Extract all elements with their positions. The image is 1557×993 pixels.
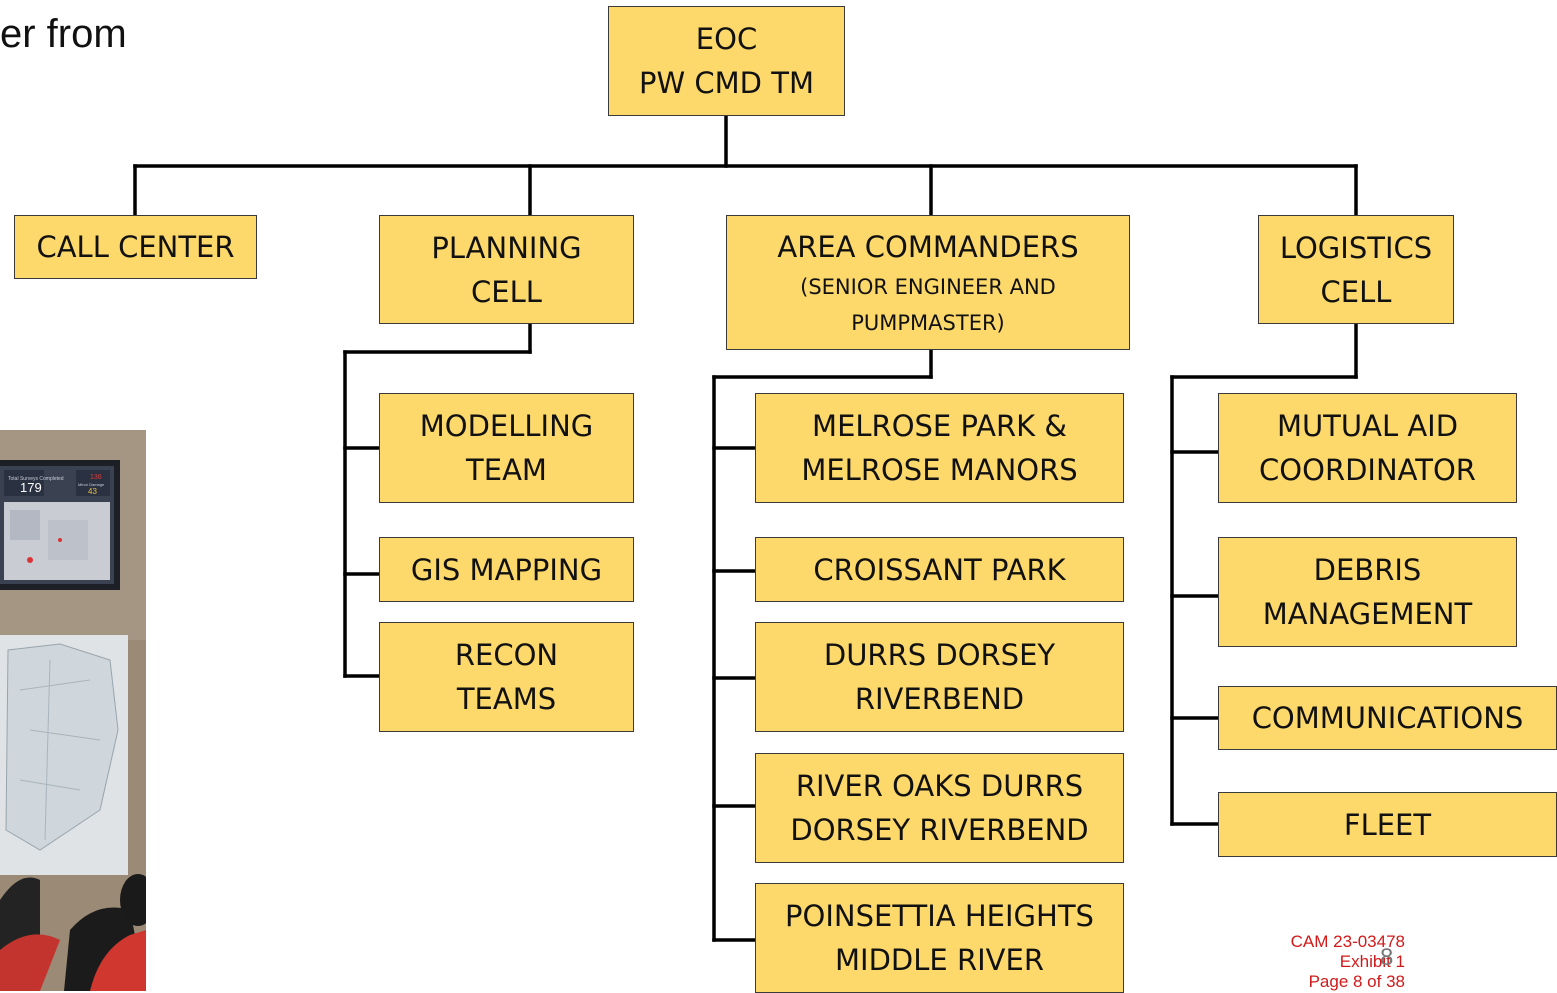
node-debris-management: DEBRIS MANAGEMENT	[1218, 537, 1517, 647]
node-croissant-park: CROISSANT PARK	[755, 537, 1124, 602]
node-sublabel: (SENIOR ENGINEER AND	[800, 274, 1056, 299]
node-label: TEAMS	[456, 682, 557, 716]
node-label: COORDINATOR	[1259, 453, 1476, 487]
node-label: RIVER OAKS DURRS	[795, 769, 1084, 803]
node-label: DURRS DORSEY	[823, 638, 1056, 672]
node-area-commanders: AREA COMMANDERS (SENIOR ENGINEER AND PUM…	[726, 215, 1130, 350]
node-logistics-cell: LOGISTICS CELL	[1258, 215, 1454, 324]
node-label: PLANNING	[431, 230, 582, 265]
dashboard-value: 136	[90, 474, 102, 481]
exhibit-label: Exhibit 1	[1339, 952, 1405, 971]
node-label: RECON	[454, 638, 559, 672]
node-label: COMMUNICATIONS	[1251, 701, 1524, 735]
dashboard-value: 43	[88, 487, 97, 496]
photo-illustration: Total Surveys Completed 179 136 Minor Da…	[0, 430, 146, 991]
node-planning-cell: PLANNING CELL	[379, 215, 634, 324]
node-label: MUTUAL AID	[1276, 409, 1459, 443]
exhibit-page: Page 8 of 38	[1308, 972, 1405, 991]
node-label: CELL	[471, 274, 542, 309]
node-sublabel: PUMPMASTER)	[851, 310, 1005, 335]
dashboard-value: 179	[20, 480, 42, 495]
exhibit-case-number: CAM 23-03478	[1290, 932, 1405, 951]
node-fleet: FLEET	[1218, 792, 1557, 857]
node-melrose-park: MELROSE PARK & MELROSE MANORS	[755, 393, 1124, 503]
node-label: MELROSE MANORS	[801, 453, 1078, 487]
exhibit-stamp: CAM 23-03478 Exhibit 1 Page 8 of 38	[1291, 932, 1405, 992]
node-label: MODELLING	[419, 409, 594, 443]
node-label: DORSEY RIVERBEND	[790, 813, 1089, 847]
node-label: GIS MAPPING	[410, 552, 603, 587]
node-label: CALL CENTER	[36, 230, 235, 264]
node-mutual-aid: MUTUAL AID COORDINATOR	[1218, 393, 1517, 503]
node-label: MELROSE PARK &	[812, 409, 1067, 443]
node-label: DEBRIS	[1313, 553, 1422, 587]
node-label: CROISSANT PARK	[813, 552, 1066, 587]
node-poinsettia-heights: POINSETTIA HEIGHTS MIDDLE RIVER	[755, 883, 1124, 993]
dashboard-label: Minor Damage	[78, 482, 105, 487]
node-call-center: CALL CENTER	[14, 215, 257, 279]
node-label: PW CMD TM	[639, 66, 814, 100]
node-eoc-pw-cmd-tm: EOC PW CMD TM	[608, 6, 845, 116]
node-river-oaks: RIVER OAKS DURRS DORSEY RIVERBEND	[755, 753, 1124, 863]
node-label: EOC	[695, 22, 758, 56]
dashboard-label: Total Surveys Completed	[8, 476, 64, 482]
node-label: POINSETTIA HEIGHTS	[785, 899, 1094, 933]
node-label: TEAM	[466, 453, 547, 487]
node-label: AREA COMMANDERS	[777, 229, 1079, 264]
node-durrs-dorsey-riverbend: DURRS DORSEY RIVERBEND	[755, 622, 1124, 732]
node-label: RIVERBEND	[854, 682, 1025, 716]
node-label: CELL	[1320, 274, 1392, 309]
node-recon-teams: RECON TEAMS	[379, 622, 634, 732]
node-label: LOGISTICS	[1279, 230, 1433, 265]
node-label: MANAGEMENT	[1262, 597, 1473, 631]
node-communications: COMMUNICATIONS	[1218, 686, 1557, 750]
slide-title-fragment: er from	[0, 12, 127, 56]
slide-number: 8	[1380, 944, 1394, 971]
node-gis-mapping: GIS MAPPING	[379, 537, 634, 602]
node-modelling-team: MODELLING TEAM	[379, 393, 634, 503]
node-label: FLEET	[1343, 807, 1432, 842]
eoc-room-photo: Total Surveys Completed 179 136 Minor Da…	[0, 430, 146, 991]
node-label: MIDDLE RIVER	[835, 943, 1044, 977]
